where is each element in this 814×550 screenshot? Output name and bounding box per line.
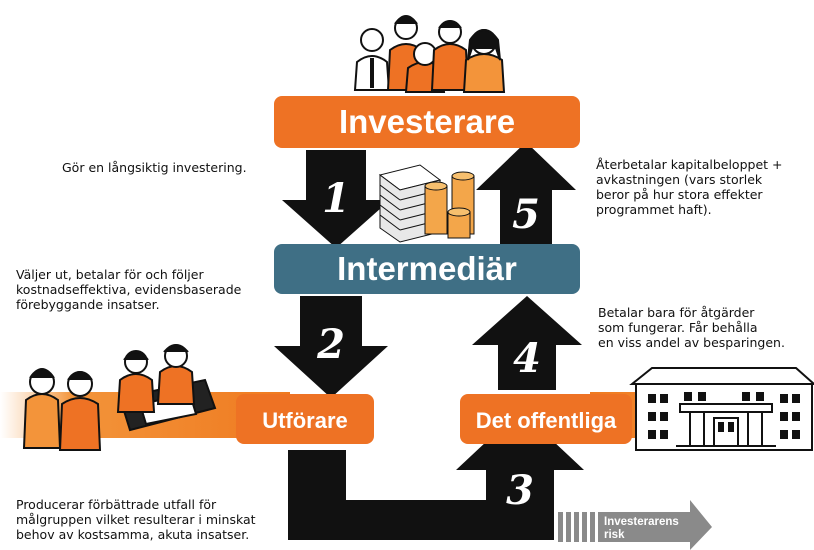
public-sector-label: Det offentliga bbox=[476, 408, 617, 433]
risk-label-line1: Investerarens bbox=[604, 516, 679, 528]
step-number-4: 4 bbox=[513, 335, 541, 382]
step-number-2: 2 bbox=[316, 321, 345, 368]
step2-description: Väljer ut, betalar för och följer kostna… bbox=[16, 267, 242, 312]
government-building-icon bbox=[629, 367, 814, 451]
provider-box bbox=[236, 394, 374, 444]
investors-label: Investerare bbox=[339, 103, 515, 140]
step5-description: Återbetalar kapitalbeloppet + avkastning… bbox=[596, 157, 783, 217]
step-number-1: 1 bbox=[322, 175, 350, 222]
investor-risk-arrow: Investerarens risk bbox=[558, 500, 712, 550]
step-number-5: 5 bbox=[512, 191, 540, 238]
step1-description: Gör en långsiktig investering. bbox=[62, 160, 247, 175]
arrow-4 bbox=[472, 296, 582, 390]
step-number-3: 3 bbox=[506, 467, 534, 514]
public-sector-box bbox=[460, 394, 632, 444]
provider-people-icon bbox=[22, 344, 217, 451]
step4-description: Betalar bara för åtgärder som fungerar. … bbox=[598, 305, 785, 350]
intermediary-label: Intermediär bbox=[337, 250, 517, 287]
arrow-5 bbox=[476, 142, 576, 248]
risk-label-line2: risk bbox=[604, 529, 625, 541]
provider-label: Utförare bbox=[262, 408, 348, 433]
arrow-1 bbox=[282, 150, 390, 248]
intermediary-box bbox=[274, 244, 580, 294]
arrow-2 bbox=[274, 296, 388, 398]
step3-description: Producerar förbättrade utfall för målgru… bbox=[16, 497, 256, 542]
investors-group-icon bbox=[353, 15, 506, 93]
investors-box bbox=[274, 96, 580, 148]
money-stack-icon bbox=[378, 164, 475, 243]
